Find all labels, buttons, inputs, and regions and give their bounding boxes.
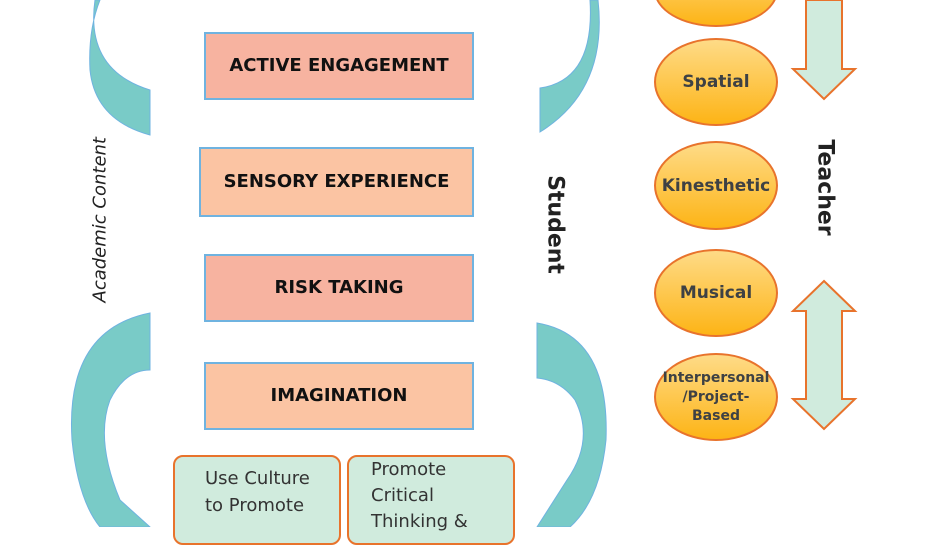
box-use-culture: Use Culture to Promote — [173, 455, 341, 545]
box-imagination: IMAGINATION — [204, 362, 474, 430]
curved-arrow-bottom-left — [70, 312, 151, 527]
curved-arrow-top-right — [539, 0, 600, 133]
oval-kinesthetic: Kinesthetic — [654, 141, 778, 230]
box-sensory-experience: SENSORY EXPERIENCE — [199, 147, 474, 217]
down-arrow — [790, 0, 858, 101]
oval-spatial: Spatial — [654, 38, 778, 126]
line: to Promote — [205, 495, 305, 516]
label-teacher: Teacher — [812, 139, 838, 236]
arrows-layer — [70, 0, 858, 527]
curved-arrow-top-left — [89, 0, 151, 136]
line: Promote — [371, 459, 447, 480]
box-promote-critical-thinking: Promote Critical Thinking & — [347, 455, 515, 545]
double-arrow — [790, 279, 858, 431]
line: Critical — [371, 485, 434, 506]
curved-arrow-bottom-right — [536, 322, 607, 527]
oval-interpersonal: Interpersonal /Project-Based — [654, 353, 778, 441]
line: Thinking & — [371, 511, 468, 532]
oval-musical: Musical — [654, 249, 778, 337]
box-risk-taking: RISK TAKING — [204, 254, 474, 322]
box-active-engagement: ACTIVE ENGAGEMENT — [204, 32, 474, 100]
line: Use Culture — [205, 468, 310, 489]
label-student: Student — [542, 175, 568, 274]
label-academic-content: Academic Content — [89, 137, 111, 303]
